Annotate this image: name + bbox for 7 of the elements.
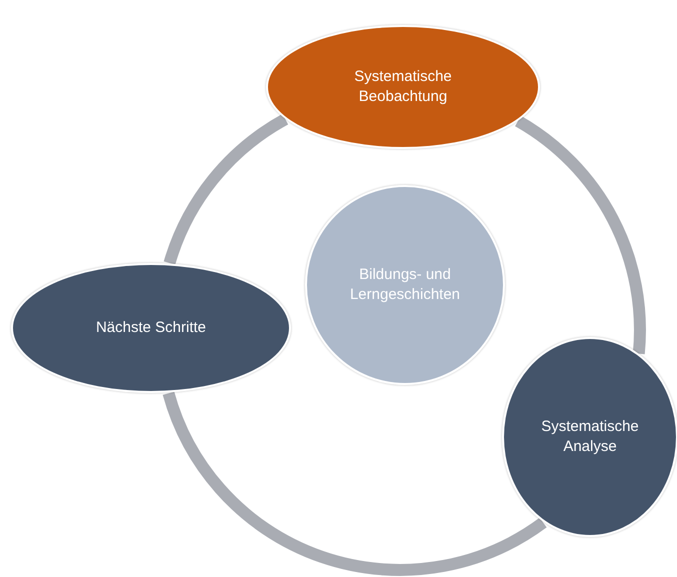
node-label: Bildungs- und Lerngeschichten: [348, 264, 462, 305]
node-label: Nächste Schritte: [96, 318, 206, 338]
node-label: Systematische Analyse: [540, 416, 640, 457]
ring-arc: [162, 391, 546, 576]
node-label: Systematische Beobachtung: [353, 66, 453, 107]
ring-arc: [164, 114, 288, 265]
ring-arc: [514, 116, 646, 354]
